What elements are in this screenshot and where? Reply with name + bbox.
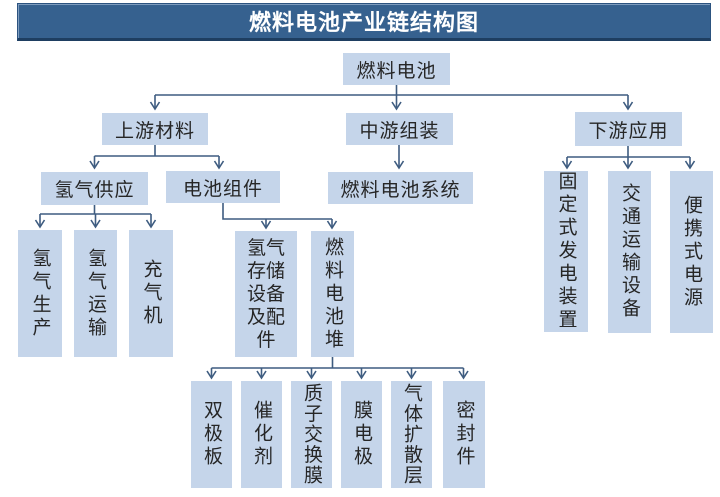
node-fuel-cell-system: 燃料电池系统 xyxy=(328,172,473,204)
connector-trunk xyxy=(40,205,151,215)
node-hydrogen-transport: 氢气运输 xyxy=(74,230,117,357)
node-catalyst: 催化剂 xyxy=(241,381,282,488)
node-gas-diffusion-layer: 气体扩散层 xyxy=(391,381,432,488)
node-stationary-power-generation: 固定式发电装置 xyxy=(544,171,588,332)
node-downstream-applications: 下游应用 xyxy=(575,112,682,146)
node-bipolar-plate: 双极板 xyxy=(191,381,232,488)
node-fuel-cell-stack: 燃料电池堆 xyxy=(311,231,354,357)
node-gas-charger: 充气机 xyxy=(129,230,173,357)
node-hydrogen-supply: 氢气供应 xyxy=(41,172,148,205)
node-transportation-equipment: 交通运输设备 xyxy=(608,171,651,333)
connector-trunk xyxy=(211,357,464,369)
node-upstream-materials: 上游材料 xyxy=(102,113,208,145)
node-proton-exchange-membrane: 质子交换膜 xyxy=(291,381,332,488)
node-fuel-cell: 燃料电池 xyxy=(343,53,450,85)
node-midstream-assembly: 中游组装 xyxy=(346,113,453,145)
node-battery-components: 电池组件 xyxy=(166,171,280,203)
diagram-title: 燃料电池产业链结构图 xyxy=(17,3,711,41)
connector-trunk xyxy=(222,203,332,220)
node-membrane-electrode: 膜电极 xyxy=(341,381,382,488)
node-hydrogen-storage-equipment: 氢气存储设备及配件 xyxy=(235,231,297,357)
connector-trunk xyxy=(155,85,628,96)
node-portable-power: 便携式电源 xyxy=(670,171,713,333)
node-hydrogen-production: 氢气生产 xyxy=(18,230,62,357)
node-seal: 密封件 xyxy=(443,381,485,488)
connector-trunk xyxy=(94,145,219,157)
connector-trunk xyxy=(567,146,690,158)
